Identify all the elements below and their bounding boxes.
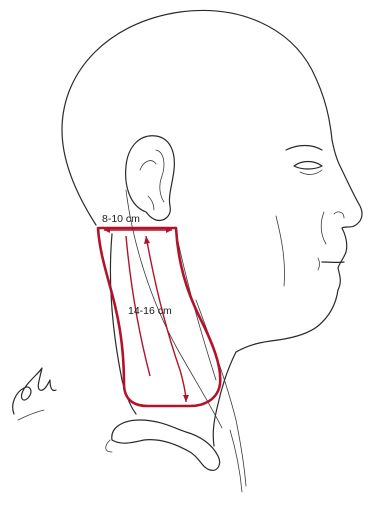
clavicle	[112, 420, 220, 470]
face-features	[276, 146, 344, 287]
artist-signature	[13, 368, 56, 420]
ear	[126, 136, 175, 221]
nostril	[334, 212, 344, 218]
eyebrow	[286, 146, 322, 151]
length-label: 14-16 cm	[128, 305, 172, 317]
width-label: 8-10 cm	[102, 213, 140, 225]
eye	[294, 162, 322, 170]
